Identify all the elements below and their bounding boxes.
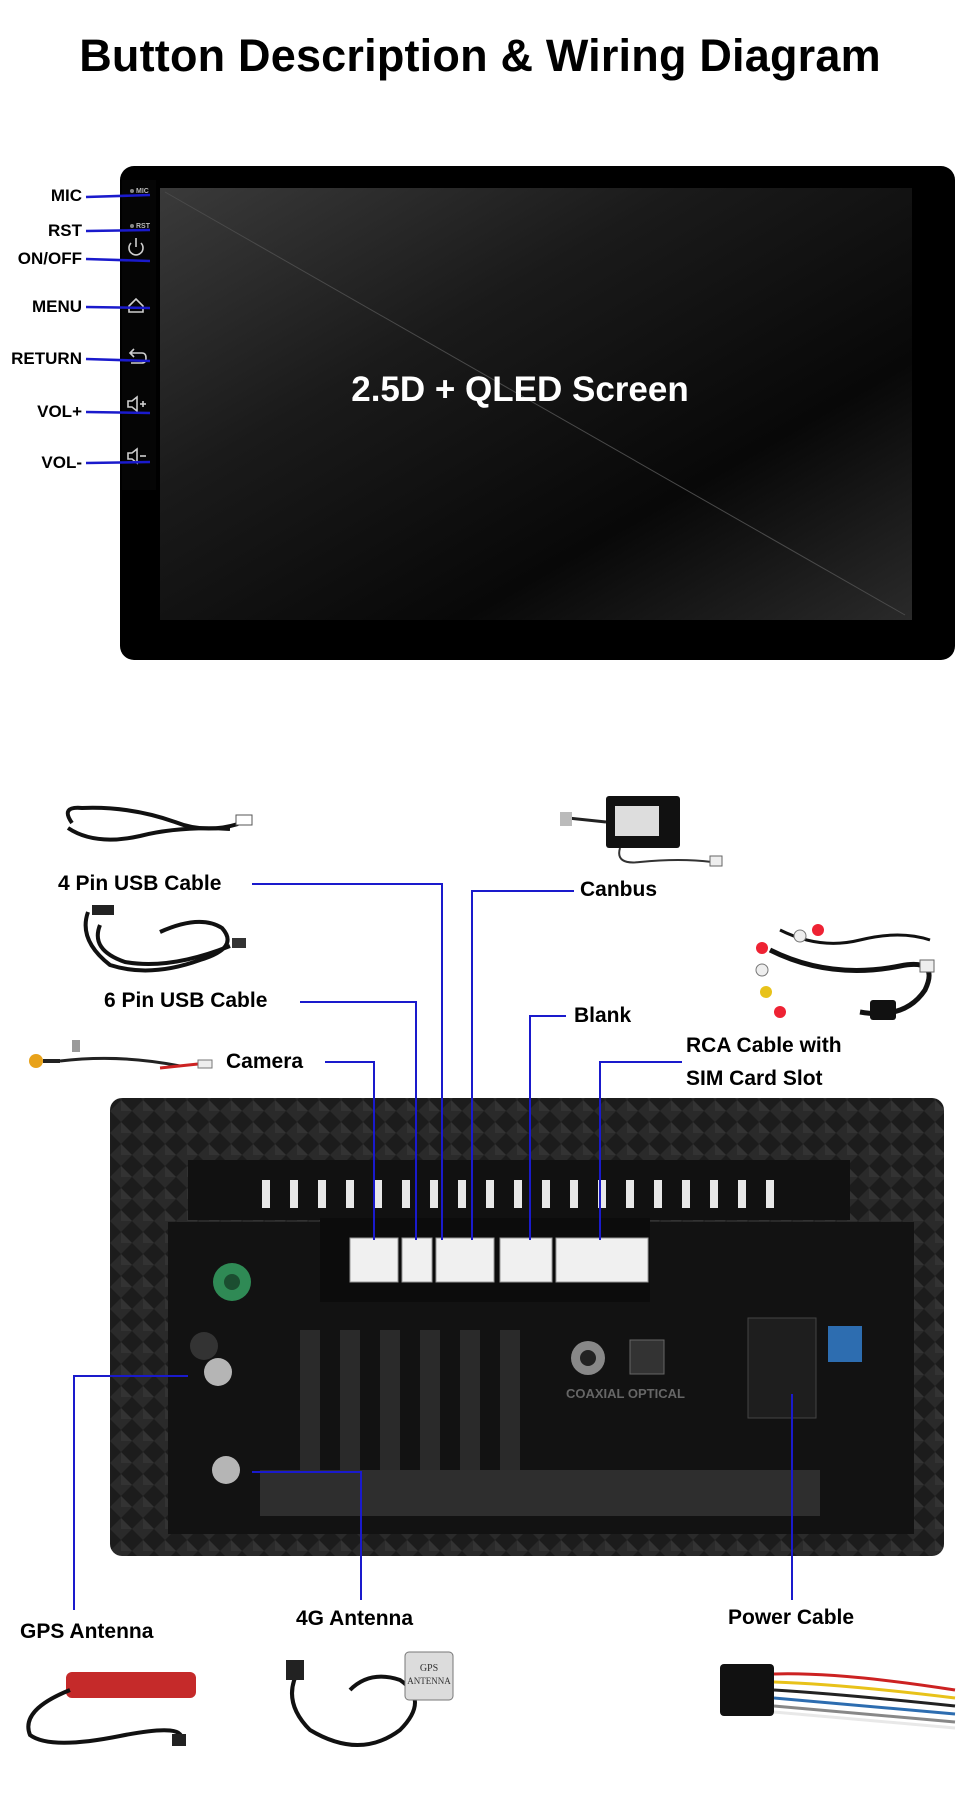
power-cable-image bbox=[720, 1664, 956, 1730]
connector-leader-lines bbox=[73, 883, 793, 1610]
leader-usb6 bbox=[300, 1001, 417, 1240]
usb4-cable-image bbox=[65, 805, 253, 842]
connector-label-camera: Camera bbox=[226, 1050, 304, 1073]
button-label-rst: RST bbox=[48, 221, 82, 240]
power-icon[interactable] bbox=[128, 238, 144, 256]
rear-heatsink-fins bbox=[300, 1330, 520, 1480]
button-leader-lines bbox=[85, 193, 151, 465]
power-connector-port bbox=[747, 1317, 817, 1419]
bezel-mark-rst: RST bbox=[136, 223, 151, 230]
connector-label-power: Power Cable bbox=[728, 1606, 855, 1629]
button-label-volup: VOL+ bbox=[37, 402, 82, 421]
leader-rst bbox=[85, 228, 151, 233]
connector-label-blank: Blank bbox=[574, 1004, 632, 1027]
blue-connector bbox=[828, 1326, 862, 1362]
optical-port bbox=[629, 1339, 665, 1375]
head-unit-front: MIC RST bbox=[85, 166, 955, 660]
button-label-mic: MIC bbox=[50, 186, 82, 205]
volume-up-icon[interactable] bbox=[127, 395, 146, 413]
leader-blank bbox=[529, 1015, 566, 1240]
gps-antenna-port bbox=[204, 1358, 232, 1386]
gps-puck-text-2: ANTENNA bbox=[407, 1676, 451, 1686]
camera-cable-image bbox=[29, 1040, 213, 1070]
leader-camera bbox=[325, 1061, 375, 1240]
leader-gps bbox=[73, 1375, 188, 1610]
leader-voldown bbox=[85, 460, 151, 465]
4g-antenna-image: GPS ANTENNA bbox=[286, 1651, 454, 1747]
rear-port-dark bbox=[190, 1332, 218, 1360]
leader-4g bbox=[252, 1471, 362, 1600]
connector-label-rca-line1: RCA Cable with bbox=[686, 1034, 842, 1057]
rca-cable-image bbox=[755, 924, 935, 1020]
screen-label: 2.5D + QLED Screen bbox=[351, 370, 689, 409]
mic-hole bbox=[130, 189, 134, 193]
rear-vent-fins bbox=[262, 1180, 774, 1208]
leader-usb4 bbox=[252, 883, 443, 1240]
4g-antenna-port bbox=[212, 1456, 240, 1484]
connector-label-4g: 4G Antenna bbox=[296, 1607, 414, 1630]
leader-mic bbox=[85, 193, 151, 199]
head-unit-rear: COAXIAL OPTICAL bbox=[110, 1098, 944, 1556]
bezel-mark-mic: MIC bbox=[136, 188, 149, 195]
rear-bottom-slots bbox=[260, 1470, 820, 1516]
button-label-menu: MENU bbox=[31, 297, 82, 316]
button-label-voldown: VOL- bbox=[41, 453, 82, 472]
leader-canbus bbox=[471, 890, 574, 1240]
leader-volup bbox=[85, 410, 151, 415]
connector-label-usb6: 6 Pin USB Cable bbox=[104, 989, 268, 1012]
gps-puck-text-1: GPS bbox=[420, 1663, 438, 1674]
rst-hole bbox=[130, 224, 134, 228]
leader-onoff bbox=[85, 257, 151, 263]
connector-label-usb4: 4 Pin USB Cable bbox=[58, 872, 222, 895]
connector-label-gps: GPS Antenna bbox=[20, 1620, 154, 1643]
connector-label-rca-line2: SIM Card Slot bbox=[686, 1067, 823, 1090]
button-strip bbox=[122, 180, 156, 490]
button-label-return: RETURN bbox=[11, 349, 82, 368]
glass-reflection bbox=[164, 191, 906, 616]
return-icon[interactable] bbox=[128, 348, 147, 364]
button-label-onoff: ON/OFF bbox=[17, 249, 82, 268]
connector-label-canbus: Canbus bbox=[580, 878, 658, 901]
page-title: Button Description & Wiring Diagram bbox=[79, 30, 881, 81]
gps-antenna-image bbox=[26, 1672, 196, 1746]
coaxial-optical-mark: COAXIAL OPTICAL bbox=[566, 1386, 685, 1401]
usb6-cable-image bbox=[83, 905, 246, 973]
canbus-box-image bbox=[560, 796, 723, 867]
white-connector-ports bbox=[349, 1237, 649, 1283]
leader-rca bbox=[599, 1061, 682, 1240]
leader-menu bbox=[85, 305, 151, 310]
leader-return bbox=[85, 357, 151, 363]
